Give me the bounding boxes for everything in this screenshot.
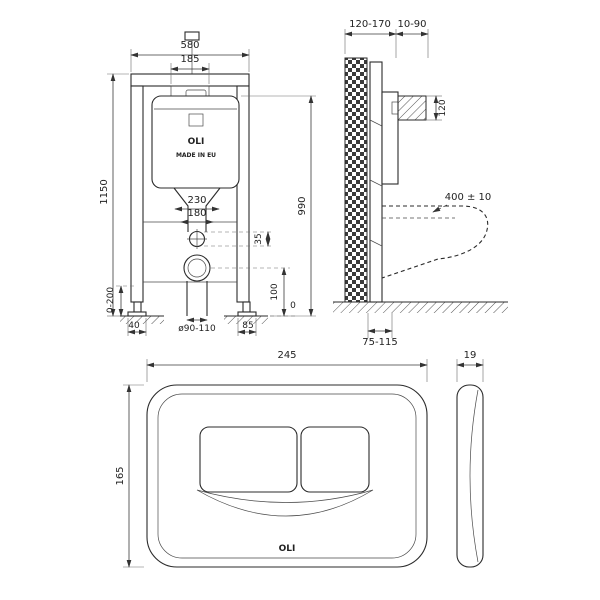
dim-text-120-170: 120-170 xyxy=(349,19,391,30)
dim-text-185: 185 xyxy=(180,54,199,65)
plate-side-curve xyxy=(469,389,479,563)
wall-anchor xyxy=(184,31,200,41)
dim-text-85: 85 xyxy=(242,321,253,331)
dim-text-120: 120 xyxy=(438,99,448,116)
cistern-brand-label: OLI xyxy=(188,137,205,147)
cistern-body xyxy=(151,95,240,189)
right-foot xyxy=(242,301,251,313)
dim-text-230: 230 xyxy=(187,195,206,206)
dim-text-0-200: 0-200 xyxy=(106,287,116,313)
dim-text-75-115: 75-115 xyxy=(362,337,397,348)
ground-hatch-left xyxy=(120,316,164,324)
flush-button-small xyxy=(300,426,370,493)
frame-side-view: 120 120-170 10-90 400 ± 10 75-115 xyxy=(333,19,508,348)
flush-plate-front-view: OLI 245 165 xyxy=(115,350,428,568)
dim-text-400: 400 ± 10 xyxy=(445,192,492,203)
toilet-bowl-outline xyxy=(381,205,489,279)
frame-left-rail xyxy=(130,85,144,303)
frame-top-crossbar xyxy=(130,73,250,87)
dim-text-245: 245 xyxy=(277,350,296,361)
cistern-side-profile xyxy=(381,91,399,185)
flush-plate-side-view: 19 xyxy=(456,350,484,568)
flush-bend-left xyxy=(173,187,189,232)
flush-bend-right xyxy=(205,187,221,232)
water-inlet-block xyxy=(397,95,427,121)
plate-inner-face xyxy=(157,393,417,559)
dim-text-35: 35 xyxy=(254,233,264,244)
plate-brand-label: OLI xyxy=(279,544,296,554)
dim-text-580: 580 xyxy=(180,40,199,51)
plate-crescent-detail xyxy=(196,489,374,517)
outlet-connection-inner xyxy=(187,258,207,278)
frame-profile xyxy=(369,61,383,303)
dim-text-outlet-dia: ø90-110 xyxy=(178,324,216,334)
dim-text-180: 180 xyxy=(187,208,206,219)
frame-front-view: OLI MADE IN EU 580 185 1 xyxy=(99,31,316,336)
dim-text-165: 165 xyxy=(115,466,126,485)
hanger-bracket xyxy=(170,85,210,97)
dim-text-10-90: 10-90 xyxy=(397,19,426,30)
cistern-valve-detail xyxy=(188,113,204,127)
wall-section xyxy=(344,57,368,303)
cistern-origin-label: MADE IN EU xyxy=(176,152,216,159)
floor-hatch xyxy=(333,302,508,313)
right-foot-plate xyxy=(237,311,257,317)
dim-text-floor-0: 0 xyxy=(290,301,296,311)
dim-text-1150: 1150 xyxy=(99,179,110,204)
dim-text-40: 40 xyxy=(128,321,140,331)
left-foot xyxy=(133,301,142,313)
dim-text-990: 990 xyxy=(297,196,308,215)
dim-text-19: 19 xyxy=(464,350,477,361)
dim-leader-400 xyxy=(432,204,448,213)
dim-text-100: 100 xyxy=(270,283,280,300)
ground-hatch-right xyxy=(224,316,268,324)
flush-button-large xyxy=(199,426,298,493)
left-foot-plate xyxy=(127,311,147,317)
